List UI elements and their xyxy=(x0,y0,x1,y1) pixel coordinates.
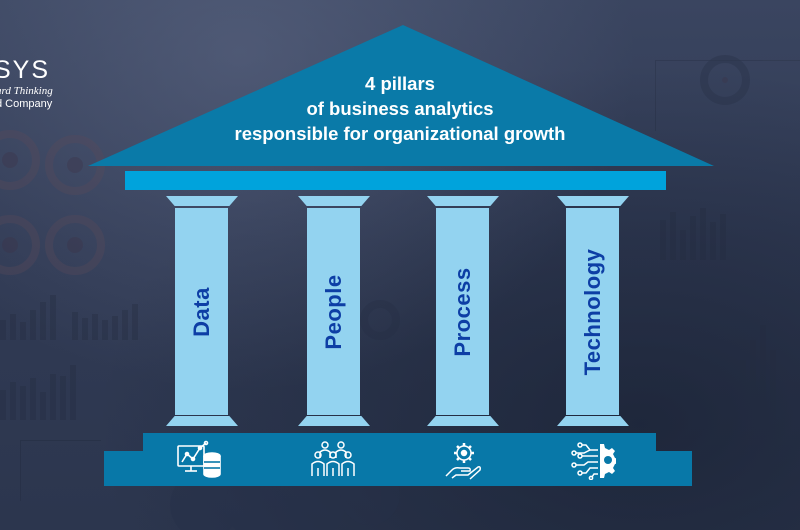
pillar-data: Data xyxy=(166,196,238,426)
pillar-shaft xyxy=(436,208,489,415)
pillar-shaft xyxy=(566,208,619,415)
roof-pediment xyxy=(88,25,714,166)
pillar-capital xyxy=(166,196,238,206)
logo-brand-text: SYS xyxy=(0,56,51,84)
pillar-base xyxy=(427,416,499,426)
pillar-label: Process xyxy=(449,266,475,357)
data-analytics-database-icon xyxy=(176,440,222,480)
foundation-upper-step xyxy=(143,433,656,453)
circuit-gear-technology-icon xyxy=(570,440,619,481)
pillar-technology: Technology xyxy=(557,196,629,426)
title-line-2: of business analytics xyxy=(306,98,494,119)
pillar-shaft xyxy=(307,208,360,415)
title-line-3: responsible for organizational growth xyxy=(234,123,566,144)
pillar-base xyxy=(166,416,238,426)
people-group-icon xyxy=(310,440,356,480)
logo-tagline-1: ard Thinking xyxy=(0,85,53,97)
roof-title: 4 pillars of business analytics responsi… xyxy=(150,71,650,146)
pillar-label: Data xyxy=(188,286,214,337)
pillar-capital xyxy=(427,196,499,206)
pillar-shaft xyxy=(175,208,228,415)
pillar-base xyxy=(557,416,629,426)
pillar-base xyxy=(298,416,370,426)
hand-gear-process-icon xyxy=(440,440,486,480)
pillar-process: Process xyxy=(427,196,499,426)
pillar-label: People xyxy=(320,273,346,350)
pillar-capital xyxy=(298,196,370,206)
pillar-capital xyxy=(557,196,629,206)
pillar-label: Technology xyxy=(579,248,605,375)
company-logo: SYS ard Thinking d Company xyxy=(0,56,53,111)
title-line-1: 4 pillars xyxy=(365,73,435,94)
pillar-people: People xyxy=(298,196,370,426)
architrave-beam xyxy=(125,171,666,190)
logo-tagline-2: d Company xyxy=(0,98,53,110)
